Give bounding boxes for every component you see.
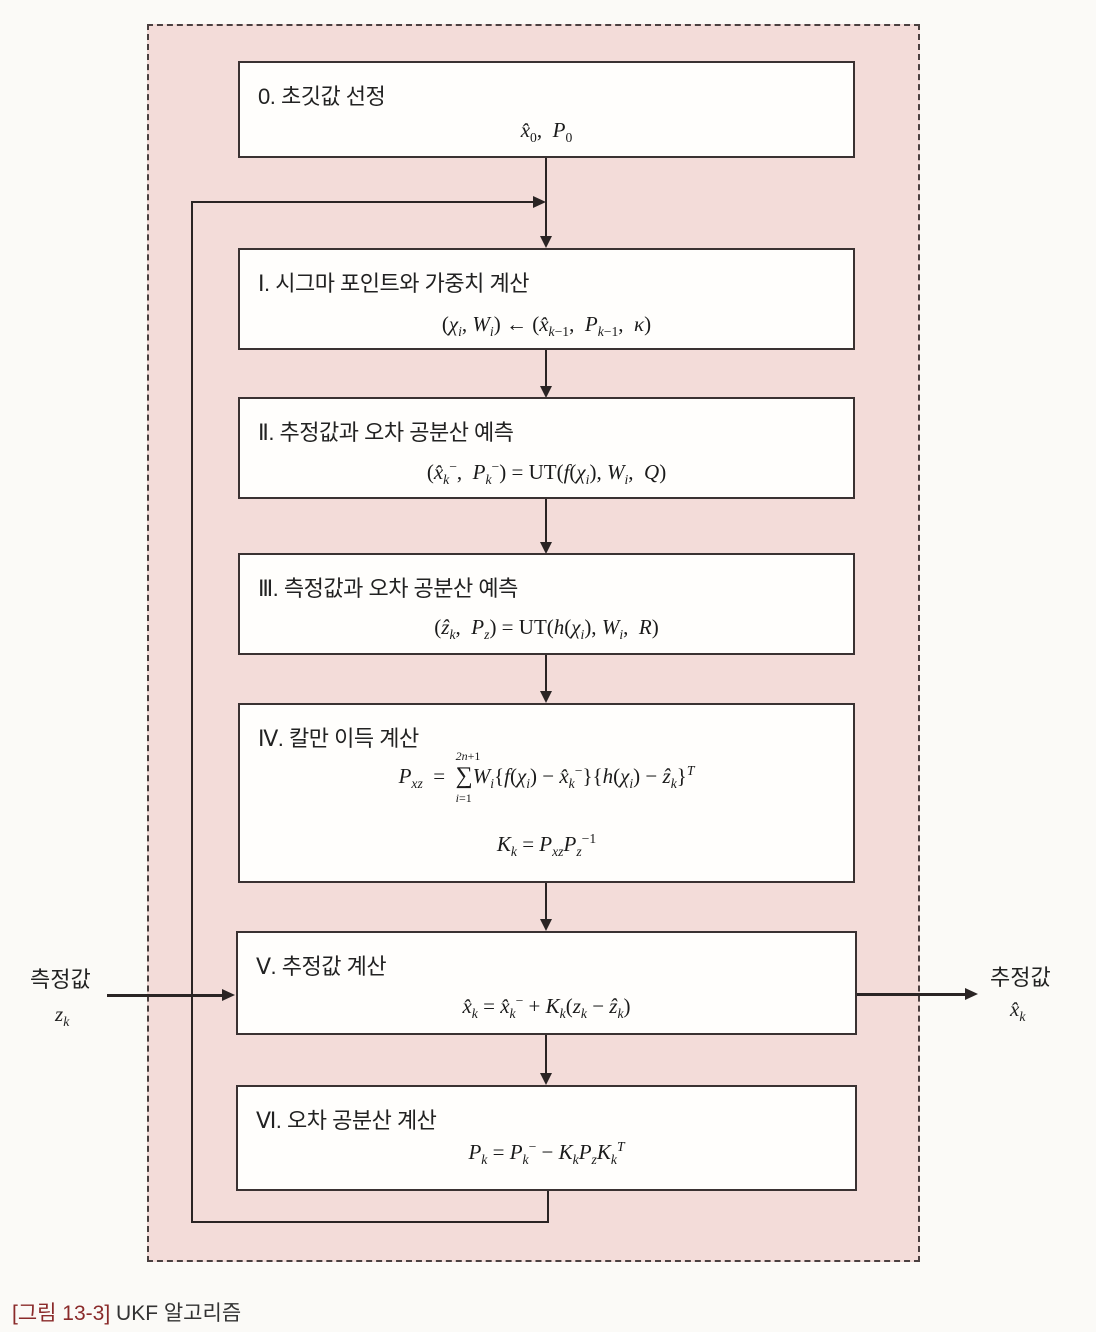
step-6-formula: Pk = Pk− − KkPzKkT: [468, 1139, 625, 1168]
arrow-right-icon: [533, 196, 546, 208]
output-arrow-line: [857, 993, 967, 996]
figure-caption: [그림 13-3] UKF 알고리즘: [12, 1297, 241, 1327]
feedback-loop-riser: [547, 1190, 549, 1223]
step-0-box: 0. 초깃값 선정 x̂0, P0: [238, 61, 855, 158]
figure-number: [그림 13-3]: [12, 1302, 111, 1325]
step-6-title: Ⅵ. 오차 공분산 계산: [256, 1108, 437, 1133]
step-5-box: Ⅴ. 추정값 계산 x̂k = x̂k− + Kk(zk − ẑk): [236, 931, 857, 1035]
output-var: x̂k: [1010, 997, 1026, 1025]
arrow-down-icon: [540, 691, 552, 703]
input-label: 측정값: [30, 967, 91, 992]
output-label: 추정값: [990, 965, 1051, 990]
step-1-box: Ⅰ. 시그마 포인트와 가중치 계산 (χi, Wi) ← (x̂k−1, Pk…: [238, 248, 855, 350]
arrow-down-icon: [540, 542, 552, 554]
step-0-formula: x̂0, P0: [520, 118, 573, 146]
arrow-down-icon: [540, 1073, 552, 1085]
arrow-down-icon: [540, 386, 552, 398]
step-3-box: Ⅲ. 측정값과 오차 공분산 예측 (ẑk, Pz) = UT(h(χi), W…: [238, 553, 855, 655]
step-5-title: Ⅴ. 추정값 계산: [256, 954, 387, 979]
step-4-title: Ⅳ. 칼만 이득 계산: [258, 726, 419, 751]
connector-0-1: [545, 158, 547, 238]
feedback-loop-top: [193, 201, 533, 203]
step-2-formula: (x̂k−, Pk−) = UT(f(χi), Wi, Q): [426, 459, 667, 488]
step-3-title: Ⅲ. 측정값과 오차 공분산 예측: [258, 576, 518, 601]
arrow-right-icon: [222, 989, 235, 1001]
connector-2-3: [545, 499, 547, 544]
step-4-formula-kk: Kk = PxzPz−1: [496, 831, 597, 860]
feedback-loop-left: [191, 201, 193, 1223]
step-4-box: Ⅲ. 측정값과 오차 공분산 예측 Ⅳ. 칼만 이득 계산 Pxz = ∑2n+…: [238, 703, 855, 883]
step-3-formula: (ẑk, Pz) = UT(h(χi), Wi, R): [434, 615, 659, 643]
figure-title: UKF 알고리즘: [110, 1302, 242, 1325]
connector-1-2: [545, 350, 547, 388]
step-2-title: Ⅱ. 추정값과 오차 공분산 예측: [258, 420, 514, 445]
step-6-box: Ⅵ. 오차 공분산 계산 Pk = Pk− − KkPzKkT: [236, 1085, 857, 1191]
step-0-title: 0. 초깃값 선정: [258, 84, 386, 109]
step-1-formula: (χi, Wi) ← (x̂k−1, Pk−1, κ): [441, 312, 652, 340]
feedback-loop-bottom: [191, 1221, 549, 1223]
arrow-down-icon: [540, 236, 552, 248]
arrow-down-icon: [540, 919, 552, 931]
input-arrow-line: [107, 994, 223, 997]
connector-3-4: [545, 655, 547, 693]
step-5-formula: x̂k = x̂k− + Kk(zk − ẑk): [462, 993, 631, 1022]
connector-5-6: [545, 1035, 547, 1075]
step-2-box: Ⅱ. 추정값과 오차 공분산 예측 (x̂k−, Pk−) = UT(f(χi)…: [238, 397, 855, 499]
step-1-title: Ⅰ. 시그마 포인트와 가중치 계산: [258, 271, 529, 296]
arrow-right-icon: [965, 988, 978, 1000]
input-var: zk: [55, 1002, 70, 1030]
connector-4-5: [545, 883, 547, 921]
